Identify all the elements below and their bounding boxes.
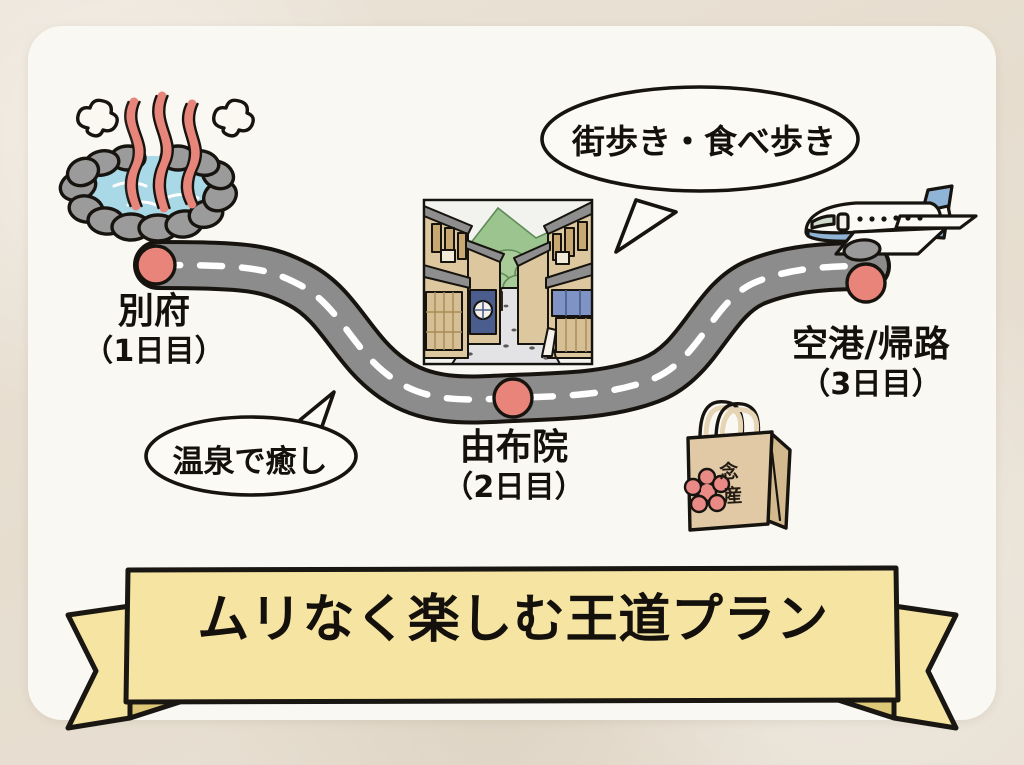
waypoint-yufuin[interactable]	[492, 377, 534, 419]
stop-label-beppu: 別府 （1日目）	[54, 291, 254, 370]
stop-label-yufuin: 由布院 （2日目）	[404, 427, 624, 506]
banner-title: ムリなく楽しむ王道プラン	[197, 590, 829, 650]
stop-day-airport: （3日目）	[800, 367, 942, 403]
stop-day-beppu: （1日目）	[83, 334, 225, 370]
stop-label-airport: 空港/帰路 （3日目）	[748, 324, 994, 403]
waypoint-airport[interactable]	[845, 262, 887, 304]
speech-bubble-onsen[interactable]	[144, 390, 358, 497]
souvenir-bag-kanji-bottom: 産	[722, 484, 744, 508]
speech-bubble-walk[interactable]	[540, 85, 860, 254]
stop-name-airport: 空港/帰路	[792, 324, 950, 365]
stop-day-yufuin: （2日目）	[443, 470, 585, 506]
stop-name-yufuin: 由布院	[459, 427, 569, 468]
souvenir-bag-kanji-top: 念	[718, 460, 740, 484]
waypoint-beppu[interactable]	[135, 244, 177, 286]
speech-bubble-walk-text: 街歩き・食べ歩き	[572, 122, 836, 161]
speech-bubble-onsen-text: 温泉で癒し	[172, 444, 328, 480]
stop-name-beppu: 別府	[117, 291, 191, 332]
